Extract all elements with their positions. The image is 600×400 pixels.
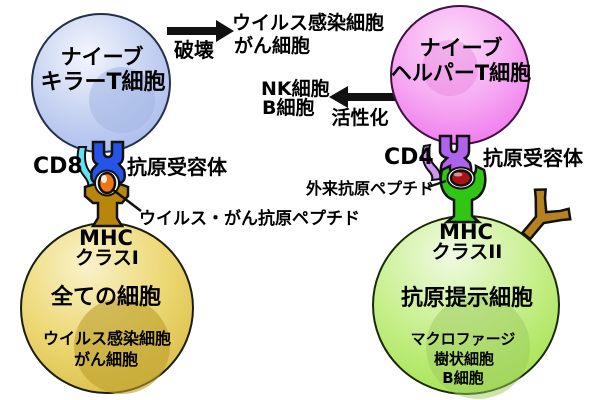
apc-type-1: マクロファージ <box>411 330 516 348</box>
all-cells-group: MHC クラスI 全ての細胞 ウイルス感染細胞 がん細胞 <box>20 222 194 394</box>
helper-peptide-label: 外来抗原ペプチド <box>305 179 434 198</box>
destroy-target-line2: がん細胞 <box>234 34 310 57</box>
killer-peptide-leader-line <box>111 188 142 212</box>
mhc1-label-line2: クラスI <box>75 247 139 269</box>
helper-t-cell-nucleus <box>422 40 478 96</box>
activate-target-line1: NK細胞 <box>261 77 330 100</box>
helper-peptide-leader-line <box>427 179 447 189</box>
killer-t-name-line1: ナイーブ <box>61 45 144 69</box>
destroy-flow-group: 破壊 ウイルス感染細胞 がん細胞 <box>167 11 384 62</box>
apc-nucleus <box>426 295 530 399</box>
cd4-label: CD4 <box>384 145 434 170</box>
destroy-arrow-label: 破壊 <box>174 38 215 62</box>
cd8-label: CD8 <box>33 154 83 179</box>
all-cells-title: 全ての細胞 <box>50 284 161 310</box>
helper-receptor-complex: CD4 抗原受容体 外来抗原ペプチド <box>305 134 584 224</box>
killer-t-name-line2: キラーT細胞 <box>40 69 165 95</box>
apc-title: 抗原提示細胞 <box>401 285 533 311</box>
killer-peptide-highlight <box>101 175 107 183</box>
killer-receptor-label: 抗原受容体 <box>127 155 228 179</box>
helper-t-name-line1: ナイーブ <box>420 36 503 60</box>
antibody-icon <box>520 188 572 241</box>
killer-t-cell-group: ナイーブ キラーT細胞 <box>31 13 171 153</box>
helper-t-name-line2: ヘルパーT細胞 <box>391 61 531 85</box>
helper-receptor-label: 抗原受容体 <box>483 146 584 170</box>
all-cells-type-1: ウイルス感染細胞 <box>43 329 171 348</box>
activate-arrow-icon <box>329 86 400 108</box>
activate-target-line2: B細胞 <box>262 96 314 119</box>
helper-peptide-icon <box>449 169 473 187</box>
antigen-presenting-cell-group: MHC クラスII 抗原提示細胞 マクロファージ 樹状細胞 B細胞 <box>372 215 560 399</box>
helper-peptide-highlight <box>453 172 463 177</box>
killer-t-cell-nucleus <box>89 67 155 133</box>
all-cells-type-2: がん細胞 <box>74 350 138 369</box>
all-cells-nucleus <box>74 298 170 394</box>
helper-t-cell-group: ナイーブ ヘルパーT細胞 <box>390 5 531 145</box>
destroy-target-line1: ウイルス感染細胞 <box>232 11 384 34</box>
destroy-arrow-icon <box>167 20 234 42</box>
mhc2-label-line2: クラスII <box>432 241 503 263</box>
killer-peptide-label: ウイルス・がん抗原ペプチド <box>139 208 360 229</box>
apc-type-3: B細胞 <box>442 369 483 387</box>
mhc2-label-line1: MHC <box>439 220 493 244</box>
killer-receptor-complex: CD8 抗原受容体 ウイルス・がん抗原ペプチド <box>33 140 360 229</box>
activate-arrow-label: 活性化 <box>331 106 388 129</box>
mhc1-label-line1: MHC <box>79 226 133 250</box>
activate-flow-group: 活性化 NK細胞 B細胞 <box>261 77 400 129</box>
apc-type-2: 樹状細胞 <box>434 350 494 368</box>
